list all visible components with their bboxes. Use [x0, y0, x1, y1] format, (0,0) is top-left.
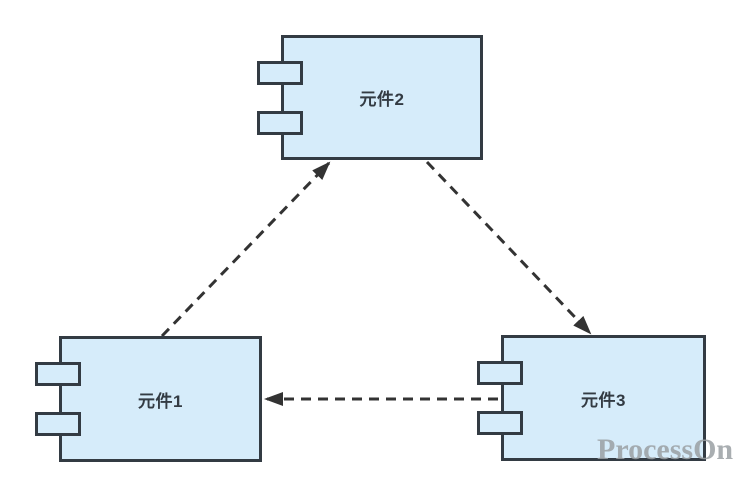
connector-comp2-to-comp3[interactable] [425, 160, 592, 335]
component-2-label: 元件2 [359, 90, 405, 109]
component-1-port-bottom-icon [35, 412, 81, 436]
component-2-port-top-icon [257, 61, 303, 85]
component-node-1[interactable]: 元件1 [35, 336, 262, 462]
component-3-label: 元件3 [581, 390, 626, 410]
component-node-2[interactable]: 元件2 [257, 35, 483, 160]
component-node-3[interactable]: 元件3 [477, 335, 706, 461]
component-1-label: 元件1 [138, 391, 183, 411]
connector-comp1-to-comp2[interactable] [160, 161, 331, 338]
component-3-port-top-icon [477, 361, 523, 385]
component-3-port-bottom-icon [477, 411, 523, 435]
component-1-port-top-icon [35, 362, 81, 386]
component-2-port-bottom-icon [257, 111, 303, 135]
